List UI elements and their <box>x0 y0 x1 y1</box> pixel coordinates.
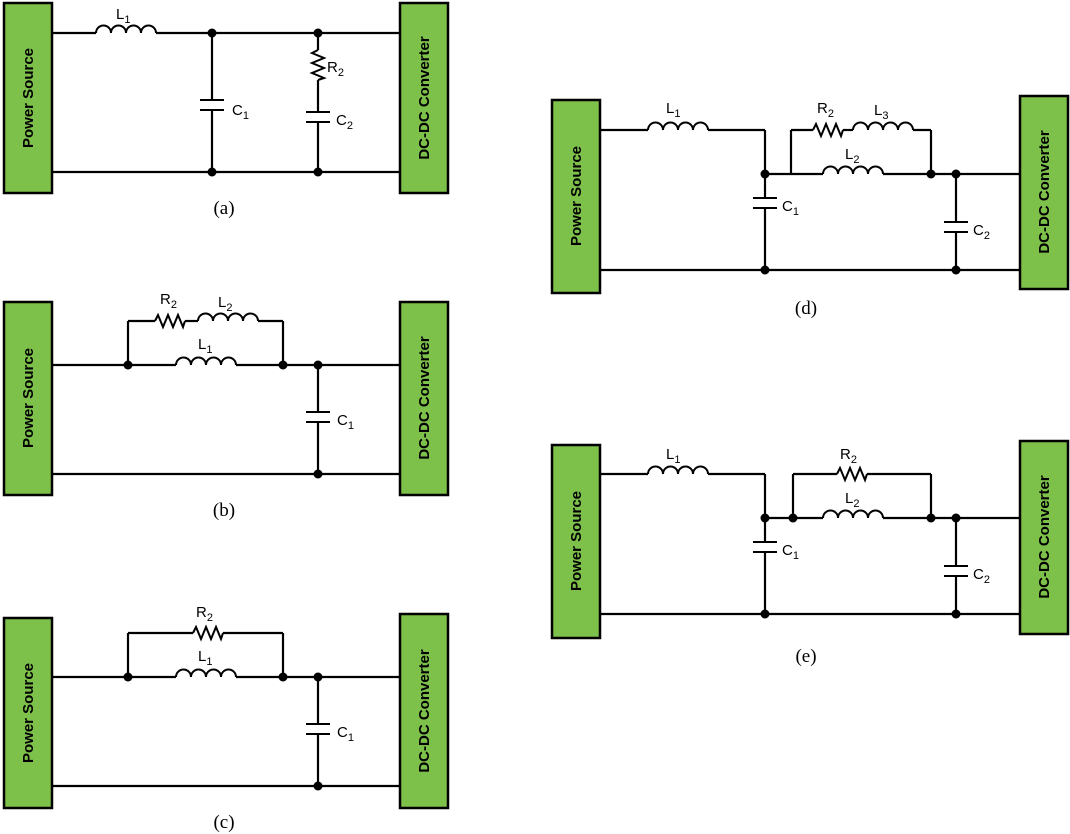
label-l2: L2 <box>845 490 859 510</box>
capacitor-c1 <box>752 541 778 553</box>
caption-d: (d) <box>795 298 817 319</box>
label-r2: R2 <box>327 59 344 79</box>
label-l1: L1 <box>116 6 130 26</box>
label-r2: R2 <box>840 446 857 466</box>
label-l1: L1 <box>198 648 212 668</box>
resistor-r2 <box>192 626 224 640</box>
label-l3: L3 <box>874 102 888 122</box>
circuit-c: Power Source DC-DC Converter R2 L1 C1 (c… <box>2 604 450 833</box>
label-l1: L1 <box>666 100 680 120</box>
resistor-r2 <box>154 314 186 328</box>
resistor-r2 <box>836 467 868 481</box>
power-source-block <box>2 616 54 810</box>
inductor-l1 <box>647 465 709 475</box>
converter-block <box>1018 94 1070 291</box>
power-source-block <box>2 1 54 195</box>
capacitor-c1 <box>305 411 331 423</box>
converter-block <box>398 1 450 195</box>
converter-label: DC-DC Converter <box>1036 130 1053 254</box>
caption-a: (a) <box>213 198 234 219</box>
circuit-b: Power Source DC-DC Converter R2 L2 L1 C1… <box>2 291 450 521</box>
power-source-label: Power Source <box>568 491 585 591</box>
label-c2: C2 <box>973 222 990 242</box>
label-c2: C2 <box>336 112 353 132</box>
power-source-label: Power Source <box>20 663 37 763</box>
converter-label: DC-DC Converter <box>416 336 433 460</box>
capacitor-c1 <box>199 99 225 111</box>
resistor-r2 <box>311 49 325 81</box>
inductor-l2 <box>822 165 884 175</box>
power-source-label: Power Source <box>20 48 37 148</box>
label-l2: L2 <box>845 146 859 166</box>
power-source-block <box>2 300 54 497</box>
inductor-l2 <box>822 509 884 519</box>
converter-label: DC-DC Converter <box>416 649 433 773</box>
inductor-l2 <box>197 312 259 322</box>
inductor-l1 <box>647 121 709 131</box>
power-source-block <box>550 98 602 295</box>
caption-c: (c) <box>213 812 234 833</box>
caption-b: (b) <box>213 500 235 521</box>
converter-block <box>398 300 450 497</box>
capacitor-c2 <box>305 111 331 123</box>
converter-label: DC-DC Converter <box>1036 475 1053 599</box>
capacitor-c1 <box>752 197 778 209</box>
label-l1: L1 <box>198 336 212 356</box>
converter-block <box>1018 439 1070 636</box>
converter-block <box>398 612 450 810</box>
circuit-e: Power Source DC-DC Converter L1 R2 L2 C1… <box>550 439 1070 667</box>
resistor-r2 <box>812 123 844 137</box>
capacitor-c2 <box>943 221 969 233</box>
power-source-block <box>550 443 602 640</box>
label-r2: R2 <box>160 291 177 311</box>
inductor-l3 <box>852 121 914 131</box>
power-source-label: Power Source <box>568 146 585 246</box>
capacitor-c1 <box>305 723 331 735</box>
capacitor-c2 <box>943 565 969 577</box>
label-r2: R2 <box>196 604 213 624</box>
caption-e: (e) <box>795 646 816 667</box>
label-r2: R2 <box>817 100 834 120</box>
power-source-label: Power Source <box>20 348 37 448</box>
converter-label: DC-DC Converter <box>416 36 433 160</box>
inductor-l1 <box>95 24 157 34</box>
label-c1: C1 <box>782 542 799 562</box>
label-c1: C1 <box>782 198 799 218</box>
label-c1: C1 <box>232 102 249 122</box>
label-c2: C2 <box>973 566 990 586</box>
inductor-l1 <box>175 668 237 678</box>
circuit-d: Power Source DC-DC Converter L1 R2 L3 L2… <box>550 94 1070 319</box>
circuit-a: Power Source DC-DC Converter L1 C1 R2 C2… <box>2 1 450 219</box>
label-c1: C1 <box>337 412 354 432</box>
label-l2: L2 <box>218 294 232 314</box>
label-l1: L1 <box>666 446 680 466</box>
label-c1: C1 <box>337 724 354 744</box>
inductor-l1 <box>175 356 237 366</box>
